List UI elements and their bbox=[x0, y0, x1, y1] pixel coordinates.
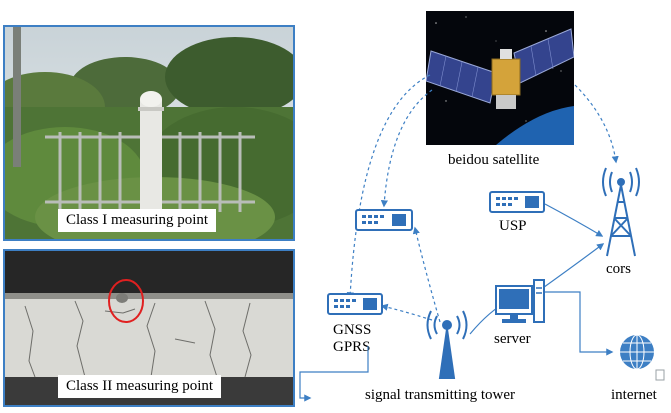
class2-caption: Class II measuring point bbox=[58, 375, 222, 398]
cors-tower-icon bbox=[602, 167, 640, 257]
sat-to-cors-arrow bbox=[574, 84, 619, 164]
cors-label: cors bbox=[606, 261, 631, 277]
tower-to-gnss-arrow bbox=[380, 303, 433, 321]
gprs-label: GPRS bbox=[333, 339, 371, 355]
server-to-internet-arrow bbox=[545, 291, 614, 356]
server-label: server bbox=[494, 331, 531, 347]
tower-label: signal transmitting tower bbox=[365, 387, 515, 403]
usp-label: USP bbox=[499, 218, 527, 234]
internet-globe-icon bbox=[620, 334, 665, 381]
tower-to-receiver-arrow bbox=[412, 226, 441, 323]
marker-circle bbox=[108, 279, 144, 323]
server-to-cors-arrow bbox=[539, 243, 605, 291]
satellite-signal-arrows bbox=[346, 74, 619, 323]
satellite-label: beidou satellite bbox=[448, 152, 540, 168]
usp-device-icon bbox=[489, 191, 545, 213]
sat-to-gnss-arrow bbox=[346, 74, 431, 300]
satellite-image bbox=[426, 11, 574, 145]
solid-arrows bbox=[299, 203, 614, 402]
internet-label: internet bbox=[611, 387, 657, 403]
receiver-device-icon bbox=[355, 209, 413, 231]
usp-to-cors-arrow bbox=[544, 203, 604, 237]
gnss-label: GNSS bbox=[333, 322, 372, 338]
class1-caption: Class I measuring point bbox=[58, 209, 217, 232]
sat-to-receiver-arrow bbox=[380, 89, 433, 208]
signal-tower-icon bbox=[426, 310, 468, 379]
server-computer-icon bbox=[495, 279, 545, 323]
gnss-device-icon bbox=[327, 293, 383, 315]
gnss-to-class2-arrow bbox=[299, 346, 369, 402]
